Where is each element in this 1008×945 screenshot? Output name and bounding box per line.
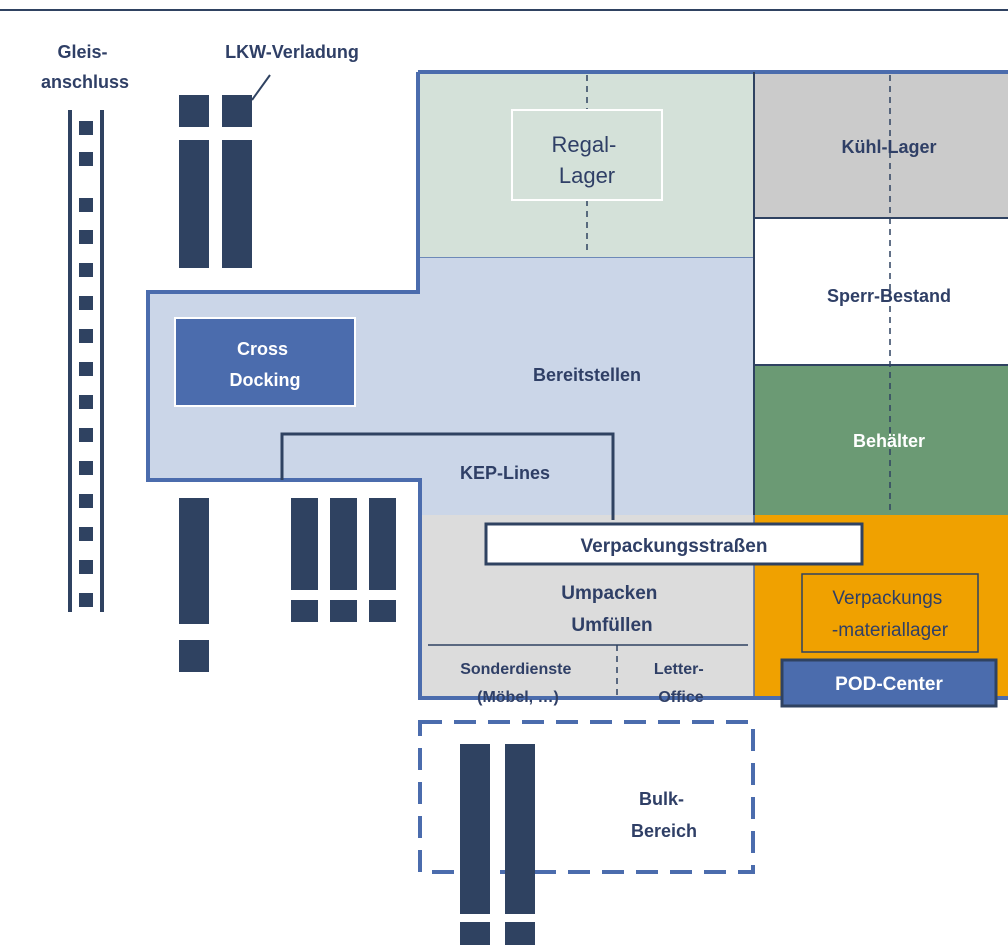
dashed-guides <box>586 75 891 695</box>
staging-label: Bereitstellen <box>533 365 641 385</box>
rail-track <box>68 110 104 612</box>
kep-lines-label: KEP-Lines <box>460 463 550 483</box>
blocked-stock-label: Sperr-Bestand <box>827 286 951 306</box>
truck-loading-label: LKW-Verladung <box>225 42 359 62</box>
cold-storage-label: Kühl-Lager <box>841 137 936 157</box>
cross-docking-box <box>174 317 356 407</box>
cold-storage-zone <box>754 72 1008 218</box>
packaging-lanes-bar <box>484 522 864 566</box>
containers-label: Behälter <box>853 431 925 451</box>
truck-dock-bulk <box>460 744 535 945</box>
kep-lines-outline <box>280 432 615 520</box>
truck-dock-top <box>179 74 271 268</box>
packaging-material-box <box>801 573 979 653</box>
blocked-stock-zone <box>754 218 1008 365</box>
special-services-label: Sonderdienste (Möbel, …) <box>460 661 576 706</box>
shelf-storage-box <box>511 109 663 201</box>
bulk-area-outline <box>418 720 755 874</box>
shelf-storage-label: Regal- Lager <box>552 132 623 188</box>
cross-docking-label: Cross Docking <box>229 339 300 390</box>
bulk-area-label: Bulk- Bereich <box>631 789 697 841</box>
building-outline <box>146 70 1008 700</box>
packaging-lanes-label: Verpackungsstraßen <box>581 536 768 557</box>
packaging-material-label: Verpackungs -materiallager <box>832 588 949 641</box>
repacking-label: Umpacken Umfüllen <box>561 583 662 636</box>
rail-label: Gleis- anschluss <box>41 42 129 92</box>
pod-center-box <box>780 658 998 708</box>
pod-center-label: POD-Center <box>835 674 943 695</box>
containers-zone <box>754 365 1008 515</box>
letter-office-label: Letter- Office <box>654 661 708 706</box>
truck-dock-lower-left <box>179 498 396 672</box>
